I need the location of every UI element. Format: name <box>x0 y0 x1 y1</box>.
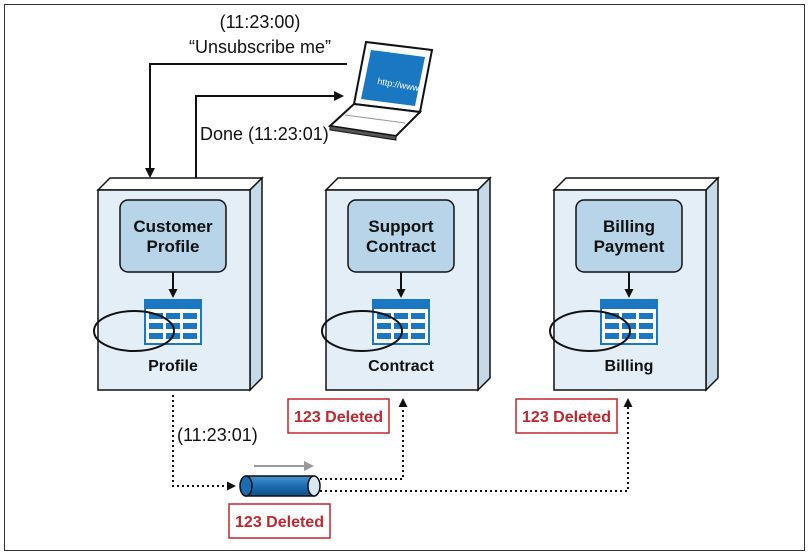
service-customer-profile: Customer Profile Profile <box>93 177 263 391</box>
service-billing-payment-card <box>575 199 683 273</box>
response-arrow <box>195 91 344 178</box>
billing-table-label: Billing <box>605 358 654 375</box>
event-to-contract-arrow <box>320 398 408 480</box>
request-message: “Unsubscribe me” <box>189 37 331 57</box>
event-time: (11:23:01) <box>177 425 258 445</box>
response-label: Done (11:23:01) <box>200 124 329 144</box>
service-support-contract-line1: Support <box>368 217 433 236</box>
service-billing-payment: Billing Payment Billing <box>549 177 719 391</box>
svg-text:123 Deleted: 123 Deleted <box>235 514 324 531</box>
svg-text:123 Deleted: 123 Deleted <box>294 409 383 426</box>
request-arrow <box>145 63 347 178</box>
billing-deleted-badge: 123 Deleted <box>515 398 618 434</box>
laptop-icon: http://www <box>327 40 434 141</box>
diagram-frame <box>4 4 805 551</box>
contract-deleted-badge: 123 Deleted <box>287 398 390 434</box>
service-customer-profile-line2: Profile <box>147 237 200 256</box>
service-support-contract: Support Contract Contract <box>321 177 491 391</box>
service-billing-payment-line2: Payment <box>594 237 665 256</box>
request-time: (11:23:00) <box>220 12 301 32</box>
message-queue-pipe <box>239 461 321 497</box>
service-support-contract-card <box>347 199 455 273</box>
service-support-contract-line2: Contract <box>366 237 436 256</box>
contract-table-label: Contract <box>368 358 434 375</box>
flow-direction-icon <box>304 461 314 471</box>
service-customer-profile-card <box>119 199 227 273</box>
queue-deleted-badge: 123 Deleted <box>228 503 331 539</box>
service-billing-payment-line1: Billing <box>603 217 655 236</box>
svg-text:123 Deleted: 123 Deleted <box>522 409 611 426</box>
profile-table-label: Profile <box>148 358 198 375</box>
contract-highlight-ellipse <box>321 310 403 352</box>
event-publish-arrow <box>172 395 236 491</box>
profile-highlight-ellipse <box>93 310 175 352</box>
billing-highlight-ellipse <box>549 310 631 352</box>
service-customer-profile-line1: Customer <box>133 217 213 236</box>
